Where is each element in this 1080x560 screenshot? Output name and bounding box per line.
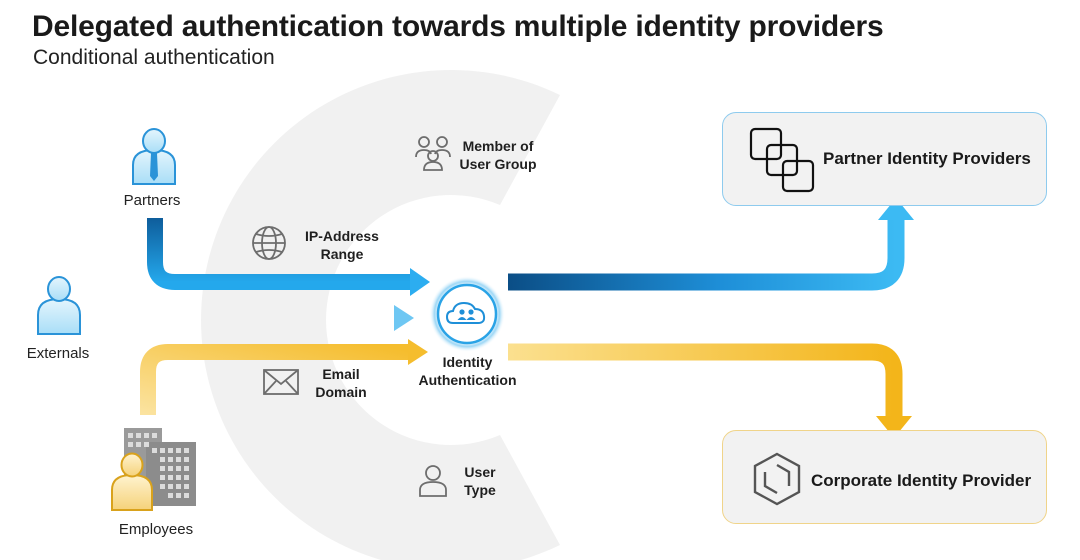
partner-identity-providers-label: Partner Identity Providers: [823, 149, 1031, 168]
employees-flow-arrow: [140, 344, 410, 415]
partner-identity-providers-box: Partner Identity Providers: [722, 112, 1047, 206]
corporate-idp-flow-arrowhead: [876, 416, 912, 438]
globe-icon: [252, 226, 286, 260]
member-of-label-line1: Member of: [462, 138, 534, 154]
user-type-label-line2: Type: [464, 482, 496, 498]
building-icon: [124, 428, 196, 506]
diagram-title: Delegated authentication towards multipl…: [32, 10, 884, 43]
partners-flow-arrowhead: [410, 268, 430, 296]
partner-person-icon: [132, 128, 176, 185]
partner-idp-flow-arrowhead: [878, 198, 914, 220]
externals-label: Externals: [26, 345, 90, 362]
ip-address-label-line1: IP-Address: [305, 228, 379, 244]
externals-flow-arrowhead: [394, 305, 414, 331]
identity-authentication-label-line1: Identity: [442, 354, 493, 370]
user-type-label-line1: User: [464, 464, 496, 480]
ip-address-range-label: IP-Address Range: [293, 227, 391, 263]
envelope-icon: [263, 369, 299, 395]
member-of-user-group-label: Member of User Group: [450, 137, 546, 173]
partner-idp-flow-arrow: [508, 218, 905, 291]
employees-flow-arrowhead: [408, 339, 428, 365]
user-group-icon: [415, 136, 451, 171]
corporate-identity-provider-box: Corporate Identity Provider: [722, 430, 1047, 524]
employee-person-icon: [111, 452, 153, 511]
email-domain-label-line2: Domain: [315, 384, 367, 400]
user-icon: [419, 465, 447, 497]
external-person-icon: [37, 276, 81, 335]
member-of-label-line2: User Group: [459, 156, 537, 172]
background-c-shape: [201, 70, 560, 560]
user-type-label: User Type: [450, 463, 510, 499]
identity-authentication-label: Identity Authentication: [405, 353, 530, 389]
hexagon-icon: [753, 452, 801, 506]
corporate-idp-flow-arrow: [508, 343, 903, 418]
email-domain-label: Email Domain: [306, 365, 376, 401]
ip-address-label-line2: Range: [320, 246, 364, 262]
partners-flow-arrow: [147, 218, 412, 290]
diagram-subtitle: Conditional authentication: [33, 46, 275, 69]
corporate-identity-provider-label: Corporate Identity Provider: [811, 471, 1032, 490]
partners-label: Partners: [123, 192, 181, 209]
employees-label: Employees: [118, 521, 194, 538]
stacked-squares-icon: [749, 127, 815, 193]
cloud-users-icon: [445, 301, 486, 324]
email-domain-label-line1: Email: [322, 366, 360, 382]
identity-authentication-label-line2: Authentication: [418, 372, 517, 388]
